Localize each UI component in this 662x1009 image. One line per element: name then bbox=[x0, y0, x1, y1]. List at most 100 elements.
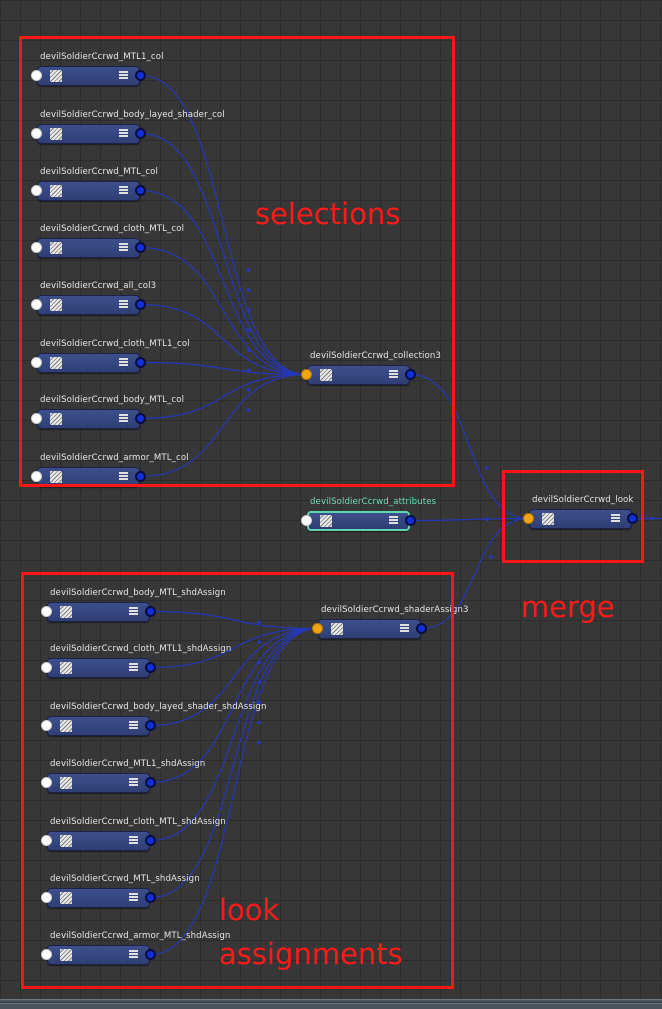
input-port[interactable] bbox=[31, 299, 42, 310]
node-title: devilSoldierCcrwd_look bbox=[532, 495, 634, 505]
list-icon[interactable] bbox=[119, 243, 128, 252]
shader-assign-node-mtl1[interactable]: devilSoldierCcrwd_MTL1_shdAssign bbox=[41, 759, 205, 795]
horizontal-scrollbar[interactable] bbox=[0, 999, 662, 1009]
output-port[interactable] bbox=[135, 242, 146, 253]
list-icon[interactable] bbox=[129, 836, 138, 845]
shader-assign-merge-node[interactable]: devilSoldierCcrwd_shaderAssign3 bbox=[312, 605, 468, 641]
input-port[interactable] bbox=[41, 892, 52, 903]
output-port[interactable] bbox=[135, 185, 146, 196]
collection-node-cloth-mtl1[interactable]: devilSoldierCcrwd_cloth_MTL1_col bbox=[31, 339, 190, 375]
output-port[interactable] bbox=[135, 128, 146, 139]
output-port[interactable] bbox=[145, 777, 156, 788]
collection-node-armor-mtl[interactable]: devilSoldierCcrwd_armor_MTL_col bbox=[31, 453, 189, 489]
output-port[interactable] bbox=[135, 70, 146, 81]
list-icon[interactable] bbox=[119, 300, 128, 309]
shader-assign-node-cloth-mtl1[interactable]: devilSoldierCcrwd_cloth_MTL1_shdAssign bbox=[41, 644, 231, 680]
output-port[interactable] bbox=[627, 513, 638, 524]
look-node[interactable]: devilSoldierCcrwd_look bbox=[523, 495, 638, 531]
list-icon[interactable] bbox=[119, 186, 128, 195]
collection-node-mtl[interactable]: devilSoldierCcrwd_MTL_col bbox=[31, 167, 158, 203]
input-port[interactable] bbox=[31, 185, 42, 196]
merge-input-port[interactable] bbox=[312, 623, 323, 634]
node-title: devilSoldierCcrwd_MTL1_col bbox=[40, 52, 164, 62]
connection-wire bbox=[140, 373, 307, 478]
list-icon[interactable] bbox=[389, 370, 398, 379]
list-icon[interactable] bbox=[611, 514, 620, 523]
attributes-node[interactable]: devilSoldierCcrwd_attributes bbox=[301, 497, 436, 533]
layers-icon bbox=[320, 369, 332, 381]
look-annotation: look bbox=[219, 893, 280, 927]
list-icon[interactable] bbox=[129, 663, 138, 672]
output-port[interactable] bbox=[135, 471, 146, 482]
output-port[interactable] bbox=[135, 357, 146, 368]
list-icon[interactable] bbox=[400, 624, 409, 633]
collection-node-cloth-mtl[interactable]: devilSoldierCcrwd_cloth_MTL_col bbox=[31, 224, 184, 260]
merge-input-port[interactable] bbox=[301, 369, 312, 380]
input-port[interactable] bbox=[31, 70, 42, 81]
node-title: devilSoldierCcrwd_MTL_col bbox=[40, 167, 159, 177]
list-icon[interactable] bbox=[129, 893, 138, 902]
input-port[interactable] bbox=[301, 515, 312, 526]
node-title: devilSoldierCcrwd_all_col3 bbox=[40, 281, 157, 291]
list-icon[interactable] bbox=[119, 472, 128, 481]
input-port[interactable] bbox=[31, 242, 42, 253]
node-title: devilSoldierCcrwd_attributes bbox=[310, 497, 437, 507]
output-port[interactable] bbox=[145, 949, 156, 960]
node-title: devilSoldierCcrwd_armor_MTL_col bbox=[40, 453, 189, 463]
output-port[interactable] bbox=[145, 835, 156, 846]
merge-highlight-box bbox=[502, 470, 644, 563]
collection-node-all-col3[interactable]: devilSoldierCcrwd_all_col3 bbox=[31, 281, 156, 317]
output-port[interactable] bbox=[145, 606, 156, 617]
shader-assign-node-body-layed-shader[interactable]: devilSoldierCcrwd_body_layed_shader_shdA… bbox=[41, 702, 266, 738]
collection-node-body-mtl[interactable]: devilSoldierCcrwd_body_MTL_col bbox=[31, 395, 184, 431]
output-port[interactable] bbox=[416, 623, 427, 634]
input-port[interactable] bbox=[41, 949, 52, 960]
input-port[interactable] bbox=[31, 413, 42, 424]
input-port[interactable] bbox=[41, 662, 52, 673]
list-icon[interactable] bbox=[129, 721, 138, 730]
output-port[interactable] bbox=[135, 413, 146, 424]
shader-assign-node-body-mtl[interactable]: devilSoldierCcrwd_body_MTL_shdAssign bbox=[41, 588, 226, 624]
list-icon[interactable] bbox=[129, 950, 138, 959]
input-port[interactable] bbox=[41, 606, 52, 617]
input-port[interactable] bbox=[31, 357, 42, 368]
node-title: devilSoldierCcrwd_shaderAssign3 bbox=[321, 605, 469, 615]
output-port[interactable] bbox=[145, 720, 156, 731]
node-title: devilSoldierCcrwd_MTL1_shdAssign bbox=[50, 759, 206, 769]
wire-arrow-marker bbox=[246, 348, 251, 352]
wire-arrow-marker bbox=[246, 267, 251, 272]
output-port[interactable] bbox=[405, 369, 416, 380]
output-port[interactable] bbox=[145, 892, 156, 903]
input-port[interactable] bbox=[31, 128, 42, 139]
wire-arrow-marker bbox=[257, 640, 261, 645]
output-port[interactable] bbox=[405, 515, 416, 526]
list-icon[interactable] bbox=[129, 607, 138, 616]
collection-merge-node[interactable]: devilSoldierCcrwd_collection3 bbox=[301, 351, 441, 387]
list-icon[interactable] bbox=[119, 71, 128, 80]
layers-icon bbox=[60, 892, 72, 904]
shader-assign-node-cloth-mtl[interactable]: devilSoldierCcrwd_cloth_MTL_shdAssign bbox=[41, 817, 226, 853]
node-title: devilSoldierCcrwd_armor_MTL_shdAssign bbox=[50, 931, 231, 941]
layers-icon bbox=[50, 413, 62, 425]
input-port[interactable] bbox=[41, 720, 52, 731]
connection-wire bbox=[150, 627, 318, 842]
collection-node-mtl1[interactable]: devilSoldierCcrwd_MTL1_col bbox=[31, 52, 163, 88]
list-icon[interactable] bbox=[389, 516, 398, 525]
list-icon[interactable] bbox=[119, 414, 128, 423]
shader-assign-node-mtl[interactable]: devilSoldierCcrwd_MTL_shdAssign bbox=[41, 874, 200, 910]
merge-input-port[interactable] bbox=[523, 513, 534, 524]
list-icon[interactable] bbox=[119, 358, 128, 367]
layers-icon bbox=[50, 70, 62, 82]
output-port[interactable] bbox=[145, 662, 156, 673]
output-port[interactable] bbox=[135, 299, 146, 310]
collection-node-body-layed-shader[interactable]: devilSoldierCcrwd_body_layed_shader_col bbox=[31, 110, 225, 146]
list-icon[interactable] bbox=[129, 778, 138, 787]
input-port[interactable] bbox=[41, 777, 52, 788]
list-icon[interactable] bbox=[119, 129, 128, 138]
wire-arrow-marker bbox=[489, 555, 493, 559]
node-title: devilSoldierCcrwd_cloth_MTL_shdAssign bbox=[50, 817, 226, 827]
input-port[interactable] bbox=[41, 835, 52, 846]
wire-arrow-marker bbox=[485, 466, 490, 471]
input-port[interactable] bbox=[31, 471, 42, 482]
shader-assign-node-armor-mtl[interactable]: devilSoldierCcrwd_armor_MTL_shdAssign bbox=[41, 931, 230, 967]
